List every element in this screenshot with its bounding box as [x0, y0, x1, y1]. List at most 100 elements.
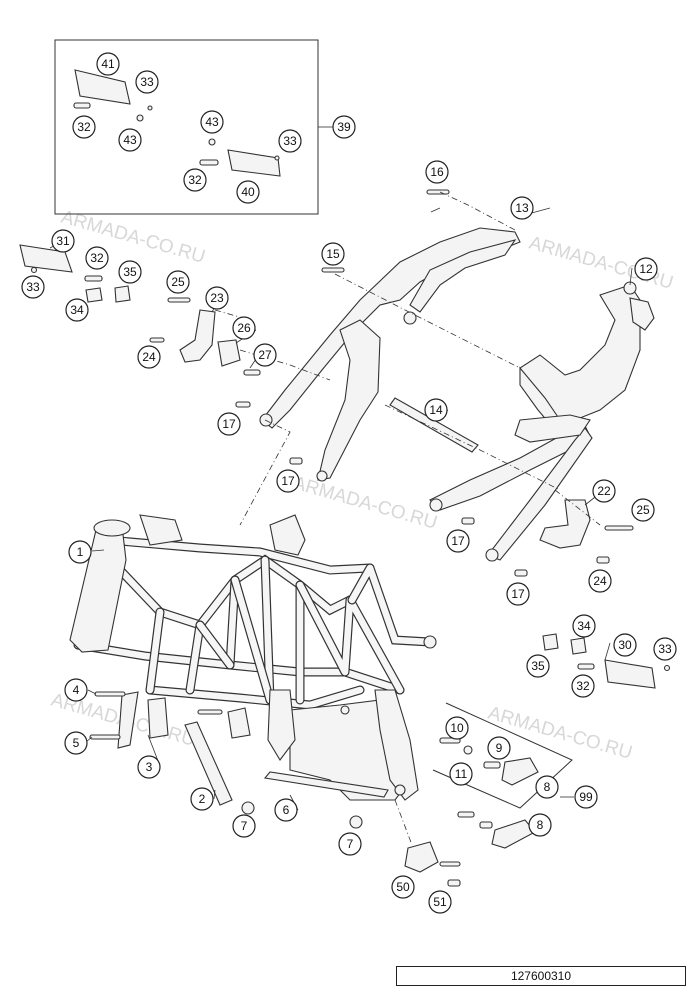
callout-24: 24 — [137, 345, 161, 369]
callout-14: 14 — [424, 398, 448, 422]
callout-31: 31 — [51, 229, 75, 253]
svg-text:3: 3 — [146, 760, 153, 774]
svg-text:17: 17 — [451, 534, 465, 548]
callout-8: 8 — [528, 813, 552, 837]
callout-7: 7 — [232, 814, 256, 838]
callout-33: 33 — [653, 637, 677, 661]
svg-text:8: 8 — [544, 780, 551, 794]
svg-text:33: 33 — [140, 75, 154, 89]
svg-text:35: 35 — [531, 659, 545, 673]
svg-text:32: 32 — [188, 173, 202, 187]
svg-text:32: 32 — [77, 120, 91, 134]
callout-25: 25 — [166, 270, 190, 294]
svg-text:15: 15 — [326, 247, 340, 261]
svg-text:16: 16 — [430, 165, 444, 179]
svg-text:32: 32 — [576, 679, 590, 693]
callout-1: 1 — [68, 540, 92, 564]
svg-text:7: 7 — [347, 837, 354, 851]
svg-text:33: 33 — [26, 280, 40, 294]
callout-22: 22 — [592, 479, 616, 503]
callout-13: 13 — [510, 196, 534, 220]
callout-3: 3 — [137, 755, 161, 779]
callout-40: 40 — [236, 180, 260, 204]
callout-17: 17 — [506, 582, 530, 606]
svg-text:43: 43 — [205, 115, 219, 129]
svg-text:34: 34 — [70, 303, 84, 317]
callout-32: 32 — [183, 168, 207, 192]
callout-33: 33 — [135, 70, 159, 94]
svg-text:26: 26 — [237, 321, 251, 335]
callout-41: 41 — [96, 52, 120, 76]
svg-text:2: 2 — [199, 792, 206, 806]
svg-text:11: 11 — [455, 767, 468, 781]
callout-35: 35 — [118, 260, 142, 284]
svg-text:8: 8 — [537, 818, 544, 832]
callout-6: 6 — [274, 798, 298, 822]
svg-text:5: 5 — [73, 736, 80, 750]
drawing-code-box: 127600310 — [396, 966, 686, 986]
svg-text:22: 22 — [597, 484, 611, 498]
callout-51: 51 — [428, 890, 452, 914]
svg-text:33: 33 — [658, 642, 672, 656]
svg-text:34: 34 — [577, 619, 591, 633]
svg-text:7: 7 — [241, 819, 248, 833]
callout-12: 12 — [634, 257, 658, 281]
svg-text:31: 31 — [56, 234, 70, 248]
svg-text:9: 9 — [496, 741, 503, 755]
callout-34: 34 — [572, 614, 596, 638]
callout-34: 34 — [65, 298, 89, 322]
callout-27: 27 — [253, 343, 277, 367]
callout-39: 39 — [332, 115, 356, 139]
assembly-lines — [214, 191, 601, 846]
svg-text:24: 24 — [142, 350, 156, 364]
svg-text:23: 23 — [210, 291, 224, 305]
svg-text:35: 35 — [123, 265, 137, 279]
svg-text:32: 32 — [90, 251, 104, 265]
svg-text:13: 13 — [515, 201, 529, 215]
callout-32: 32 — [85, 246, 109, 270]
callout-35: 35 — [526, 654, 550, 678]
svg-text:1: 1 — [77, 545, 84, 559]
svg-text:25: 25 — [171, 275, 185, 289]
svg-text:4: 4 — [73, 683, 80, 697]
svg-text:41: 41 — [101, 57, 115, 71]
callout-5: 5 — [64, 731, 88, 755]
callout-16: 16 — [425, 160, 449, 184]
callout-99: 99 — [574, 785, 598, 809]
watermark: ARMADA-CO.RU — [59, 207, 208, 268]
callout-50: 50 — [391, 875, 415, 899]
main-frame — [69, 514, 437, 801]
callout-23: 23 — [205, 286, 229, 310]
callout-32: 32 — [571, 674, 595, 698]
svg-text:10: 10 — [450, 721, 464, 735]
small-parts — [19, 69, 671, 887]
svg-text:99: 99 — [579, 790, 593, 804]
callout-32: 32 — [72, 115, 96, 139]
callout-17: 17 — [276, 469, 300, 493]
callout-17: 17 — [446, 529, 470, 553]
svg-text:17: 17 — [281, 474, 295, 488]
callout-8: 8 — [535, 775, 559, 799]
callout-33: 33 — [21, 275, 45, 299]
callout-25: 25 — [631, 498, 655, 522]
callout-43: 43 — [200, 110, 224, 134]
svg-text:17: 17 — [222, 417, 236, 431]
callout-2: 2 — [190, 787, 214, 811]
rear-subframe — [259, 227, 655, 562]
svg-text:43: 43 — [123, 133, 137, 147]
callout-26: 26 — [232, 316, 256, 340]
callout-24: 24 — [588, 569, 612, 593]
svg-text:50: 50 — [396, 880, 410, 894]
svg-text:40: 40 — [241, 185, 255, 199]
svg-text:25: 25 — [636, 503, 650, 517]
callout-9: 9 — [487, 736, 511, 760]
svg-text:17: 17 — [511, 587, 525, 601]
svg-text:12: 12 — [639, 262, 653, 276]
svg-text:6: 6 — [283, 803, 290, 817]
svg-text:14: 14 — [429, 403, 443, 417]
callout-7: 7 — [338, 832, 362, 856]
callout-15: 15 — [321, 242, 345, 266]
callout-11: 11 — [449, 762, 473, 786]
watermark: ARMADA-CO.RU — [291, 473, 440, 534]
callout-43: 43 — [118, 128, 142, 152]
